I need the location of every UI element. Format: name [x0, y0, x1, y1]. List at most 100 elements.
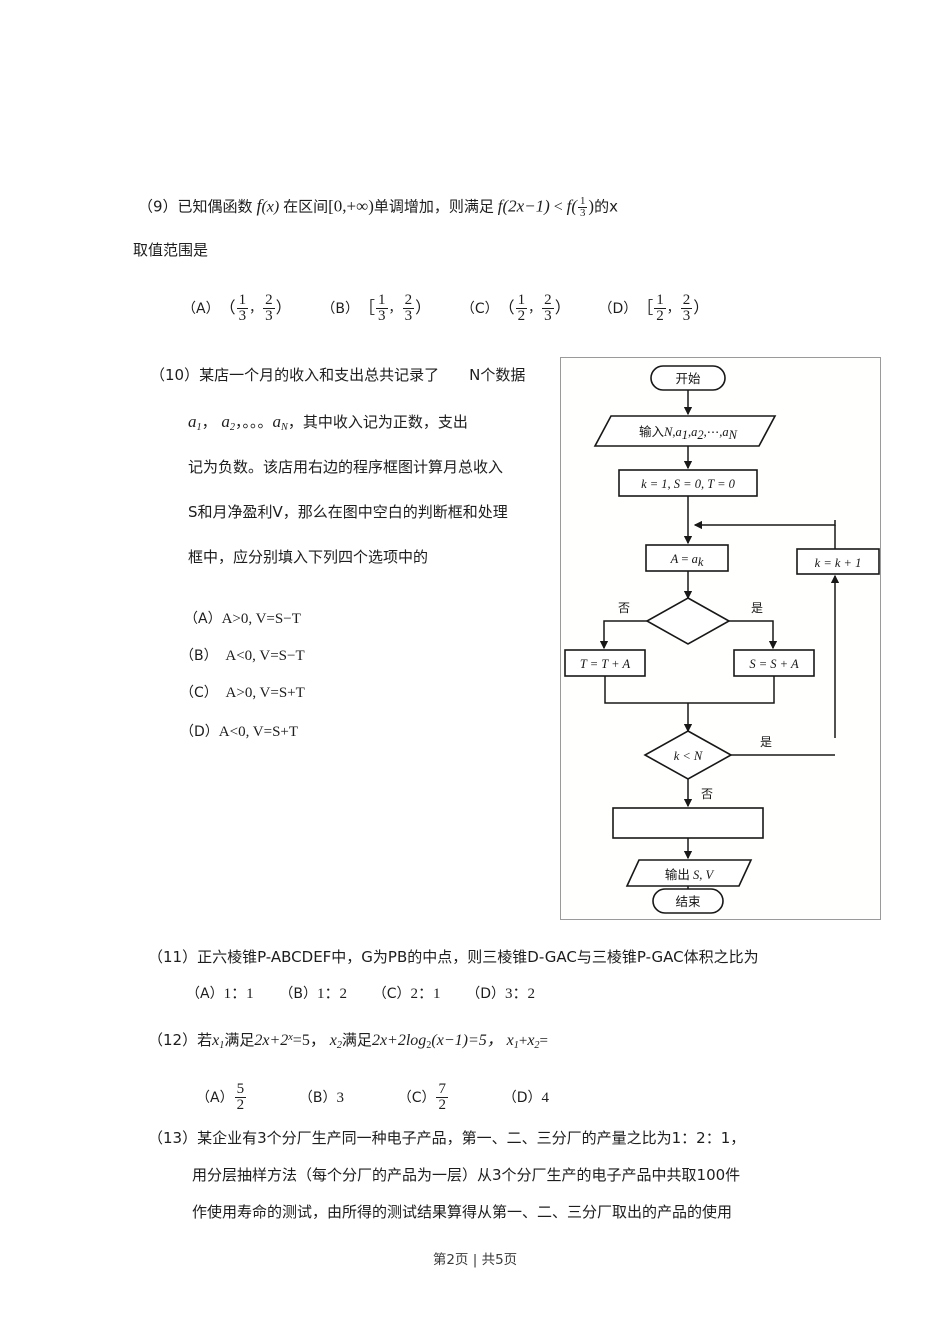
q11-option-d-label: （D）: [466, 986, 506, 1002]
q12-option-c-label: （C）: [397, 1089, 436, 1106]
q11-option-a-text: 1：1: [223, 986, 254, 1002]
sum-x1-sub: 1: [513, 1039, 519, 1051]
q12-option-b-label: （B）: [298, 1089, 337, 1106]
equation-1: 2x+2: [254, 1032, 289, 1050]
output-prefix-text: 输出: [665, 867, 690, 882]
sequence-aN-subscript: N: [281, 421, 288, 433]
option-d-comma: ，: [666, 301, 680, 317]
question-12-number: （12）: [148, 1031, 198, 1050]
q12-option-a-label: （A）: [196, 1089, 234, 1106]
sum-x2: x: [527, 1032, 535, 1050]
question-9-stem-line2: 取值范围是: [133, 241, 209, 259]
q10-option-c-text: A>0, V=S+T: [225, 685, 305, 701]
option-a-open: （: [219, 299, 236, 317]
plus-sign: +: [518, 1033, 528, 1050]
question-11-number: （11）: [148, 948, 198, 966]
question-10-stem-line4: S和月净盈利V，那么在图中空白的判断框和处理: [188, 503, 508, 521]
flowchart-label-input: 输入N,a1,a2,⋯,aN: [639, 424, 738, 442]
flowchart-label-end: 结束: [675, 894, 701, 909]
flowchart-label-init: k = 1, S = 0, T = 0: [641, 477, 736, 491]
flowchart-node-assign-a: [645, 544, 729, 572]
q12-option-d-text: 4: [541, 1089, 550, 1106]
flowchart-branch-no-2: 否: [701, 787, 713, 801]
flowchart-label-decision-kn: k < N: [674, 749, 703, 763]
question-10-option-b: （B） A<0, V=S−T: [180, 648, 305, 664]
flowchart-label-process-s: S = S + A: [749, 657, 799, 671]
inequality-left: f(2x−1): [497, 196, 550, 216]
option-b-label: （B）: [321, 300, 360, 317]
question-9-number: （9）: [138, 197, 178, 216]
q10-option-a-label: （A）: [184, 611, 222, 627]
q12-option-d-label: （D）: [502, 1089, 542, 1106]
option-a-label: （A）: [182, 300, 220, 317]
function-arg: (x): [261, 198, 280, 216]
flowchart-branch-yes-1: 是: [751, 601, 763, 615]
equation-2-tail: (x−1)=5，: [431, 1032, 503, 1050]
q10-option-b-text: A<0, V=S−T: [225, 648, 305, 664]
input-prefix-text: 输入: [639, 424, 665, 439]
q10-option-d-text: A<0, V=S+T: [218, 724, 299, 740]
q11-option-c-text: 2：1: [410, 986, 441, 1002]
sequence-dots: ，。。。: [235, 413, 273, 431]
question-9-stem-text-a: 已知偶函数: [177, 197, 253, 216]
equation-2: 2x+2log: [371, 1032, 427, 1050]
option-b-close: ）: [415, 299, 432, 317]
variable-x1: x: [212, 1032, 220, 1050]
sum-x1: x: [506, 1032, 514, 1050]
option-b-open: ［: [359, 299, 376, 317]
option-c-label: （C）: [460, 300, 499, 317]
sequence-a2: a: [221, 412, 230, 431]
question-9-stem-text-c: 单调增加，则满足: [373, 197, 494, 216]
question-10-number: （10）: [150, 366, 200, 384]
flowchart-node-blank-process: [612, 807, 764, 839]
option-d-label: （D）: [598, 300, 638, 317]
flowchart-node-end: [652, 888, 724, 914]
q11-option-b-label: （B）: [279, 986, 317, 1002]
question-10-stem-line-1: 某店一个月的收入和支出总共记录了 N个数据: [199, 366, 526, 384]
flowchart-node-increment: [796, 548, 880, 575]
flowchart-node-input: [593, 415, 777, 447]
equation-1-exponent: x: [288, 1032, 293, 1043]
option-a-comma: ，: [249, 301, 263, 317]
equation-2-log-base: 2: [426, 1039, 432, 1051]
question-11-options: （A）1：1 （B）1：2 （C）2：1 （D）3：2: [186, 986, 535, 1002]
flowchart-figure: 开始 输入N,a1,a2,⋯,aN k = 1, S = 0, T = 0 A …: [560, 357, 881, 920]
question-12-text-a: 若: [197, 1031, 213, 1050]
option-b-comma: ，: [388, 301, 402, 317]
flowchart-label-assign-a: A = ak: [670, 552, 704, 569]
variable-x1-sub: 1: [219, 1039, 225, 1051]
question-10-option-d: （D）A<0, V=S+T: [180, 724, 298, 740]
question-11-stem-text: 正六棱锥P-ABCDEF中，G为PB的中点，则三棱锥D-GAC与三棱锥P-GAC…: [197, 948, 759, 966]
question-13-stem-line3: 作使用寿命的测试，由所得的测试结果算得从第一、二、三分厂取出的产品的使用: [192, 1203, 733, 1221]
question-13-stem-line2: 用分层抽样方法（每个分厂的产品为一层）从3个分厂生产的电子产品中共取100件: [192, 1166, 741, 1184]
question-11-stem: （11）正六棱锥P-ABCDEF中，G为PB的中点，则三棱锥D-GAC与三棱锥P…: [148, 950, 759, 966]
sequence-a1-subscript: 1: [196, 421, 202, 433]
option-a-close: ）: [275, 299, 292, 317]
question-10-stem-line-2: ，其中收入记为正数，支出: [287, 413, 468, 431]
question-13-line-1: 某企业有3个分厂生产同一种电子产品，第一、二、三分厂的产量之比为1：2：1，: [197, 1129, 746, 1147]
flowchart-node-output: [625, 859, 753, 887]
option-c-comma: ，: [528, 301, 542, 317]
q10-option-d-label: （D）: [180, 724, 219, 740]
equation-1-tail: =5，: [292, 1032, 326, 1050]
question-10-stem-line1: （10）某店一个月的收入和支出总共记录了 N个数据: [150, 368, 525, 384]
q10-option-a-text: A>0, V=S−T: [221, 611, 301, 627]
sequence-a2-subscript: 2: [229, 421, 235, 433]
q11-option-d-text: 3：2: [505, 986, 536, 1002]
question-13-number: （13）: [148, 1129, 198, 1147]
question-10-option-a: （A）A>0, V=S−T: [184, 611, 301, 627]
inequality-right-f: f(: [566, 196, 578, 216]
less-than-sign: <: [553, 198, 563, 216]
flowchart-branch-no-1: 否: [618, 601, 630, 615]
